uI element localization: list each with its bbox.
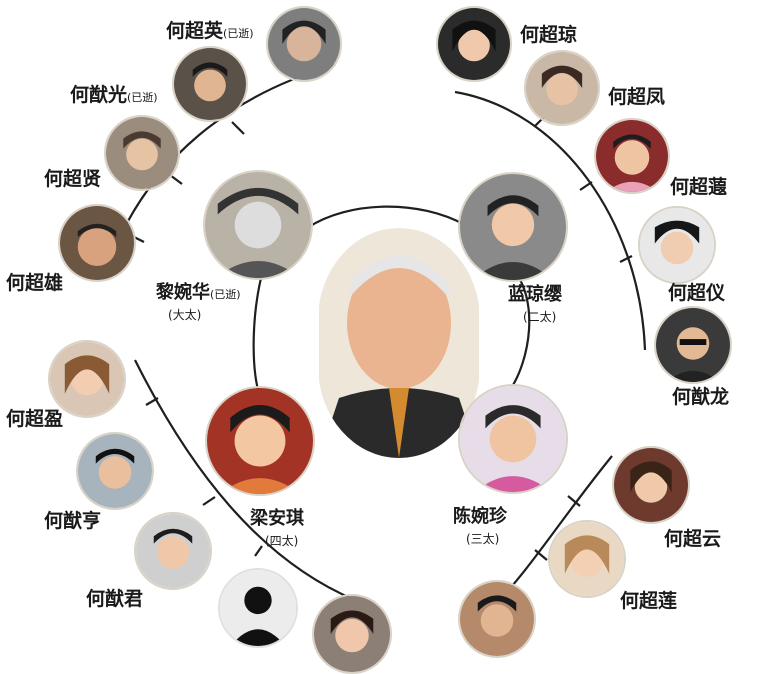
child-portrait xyxy=(312,594,392,674)
fourth-wife-name: 梁安琪 xyxy=(250,508,304,529)
second-wife-portrait xyxy=(458,172,568,282)
child-name: 何猷龙 xyxy=(672,386,730,408)
child-portrait xyxy=(76,432,154,510)
child-name: 何超琼 xyxy=(520,24,578,46)
child-name: 何超莲 xyxy=(620,590,678,612)
child-portrait xyxy=(638,206,716,284)
first-wife-role: (大太) xyxy=(168,308,202,322)
child-name: 何超英(已逝) xyxy=(166,20,254,42)
portrait-icon xyxy=(319,228,479,458)
center-ring xyxy=(306,205,466,229)
third-wife-portrait xyxy=(458,384,568,494)
child-name: 何超蕸 xyxy=(670,176,728,198)
child-portrait xyxy=(654,306,732,384)
child-portrait xyxy=(458,580,536,658)
child-name: 何超雄 xyxy=(6,272,64,294)
child-portrait xyxy=(266,6,342,82)
first-wife-name: 黎婉华(已逝) xyxy=(156,282,241,303)
second-wife-name: 蓝琼缨 xyxy=(508,284,562,305)
child-portrait xyxy=(58,204,136,282)
child-name: 何猷亨 xyxy=(44,510,102,532)
child-name: 何超贤 xyxy=(44,168,102,190)
second-wife-branch xyxy=(454,90,647,351)
child-portrait xyxy=(104,115,180,191)
child-name: 何猷光(已逝) xyxy=(70,84,158,106)
child-portrait xyxy=(48,340,126,418)
fourth-wife-portrait xyxy=(205,386,315,496)
second-wife-role: (二太) xyxy=(523,310,557,324)
child-name: 何超云 xyxy=(664,528,722,550)
child-name: 何猷君 xyxy=(86,588,144,610)
child-portrait xyxy=(612,446,690,524)
child-portrait xyxy=(524,50,600,126)
child-portrait-silhouette xyxy=(218,568,298,648)
fourth-wife-role: (四太) xyxy=(265,534,299,548)
child-portrait xyxy=(134,512,212,590)
child-portrait xyxy=(548,520,626,598)
first-wife-portrait xyxy=(203,170,313,280)
child-name: 何超凤 xyxy=(608,86,666,108)
child-portrait xyxy=(172,46,248,122)
child-portrait xyxy=(594,118,670,194)
third-wife-name: 陈婉珍 xyxy=(453,506,507,527)
fourth-wife-branch xyxy=(134,359,356,602)
third-wife-role: (三太) xyxy=(466,532,500,546)
child-name: 何超仪 xyxy=(668,282,726,304)
child-name: 何超盈 xyxy=(6,408,64,430)
center-portrait xyxy=(318,228,480,458)
child-portrait xyxy=(436,6,512,82)
